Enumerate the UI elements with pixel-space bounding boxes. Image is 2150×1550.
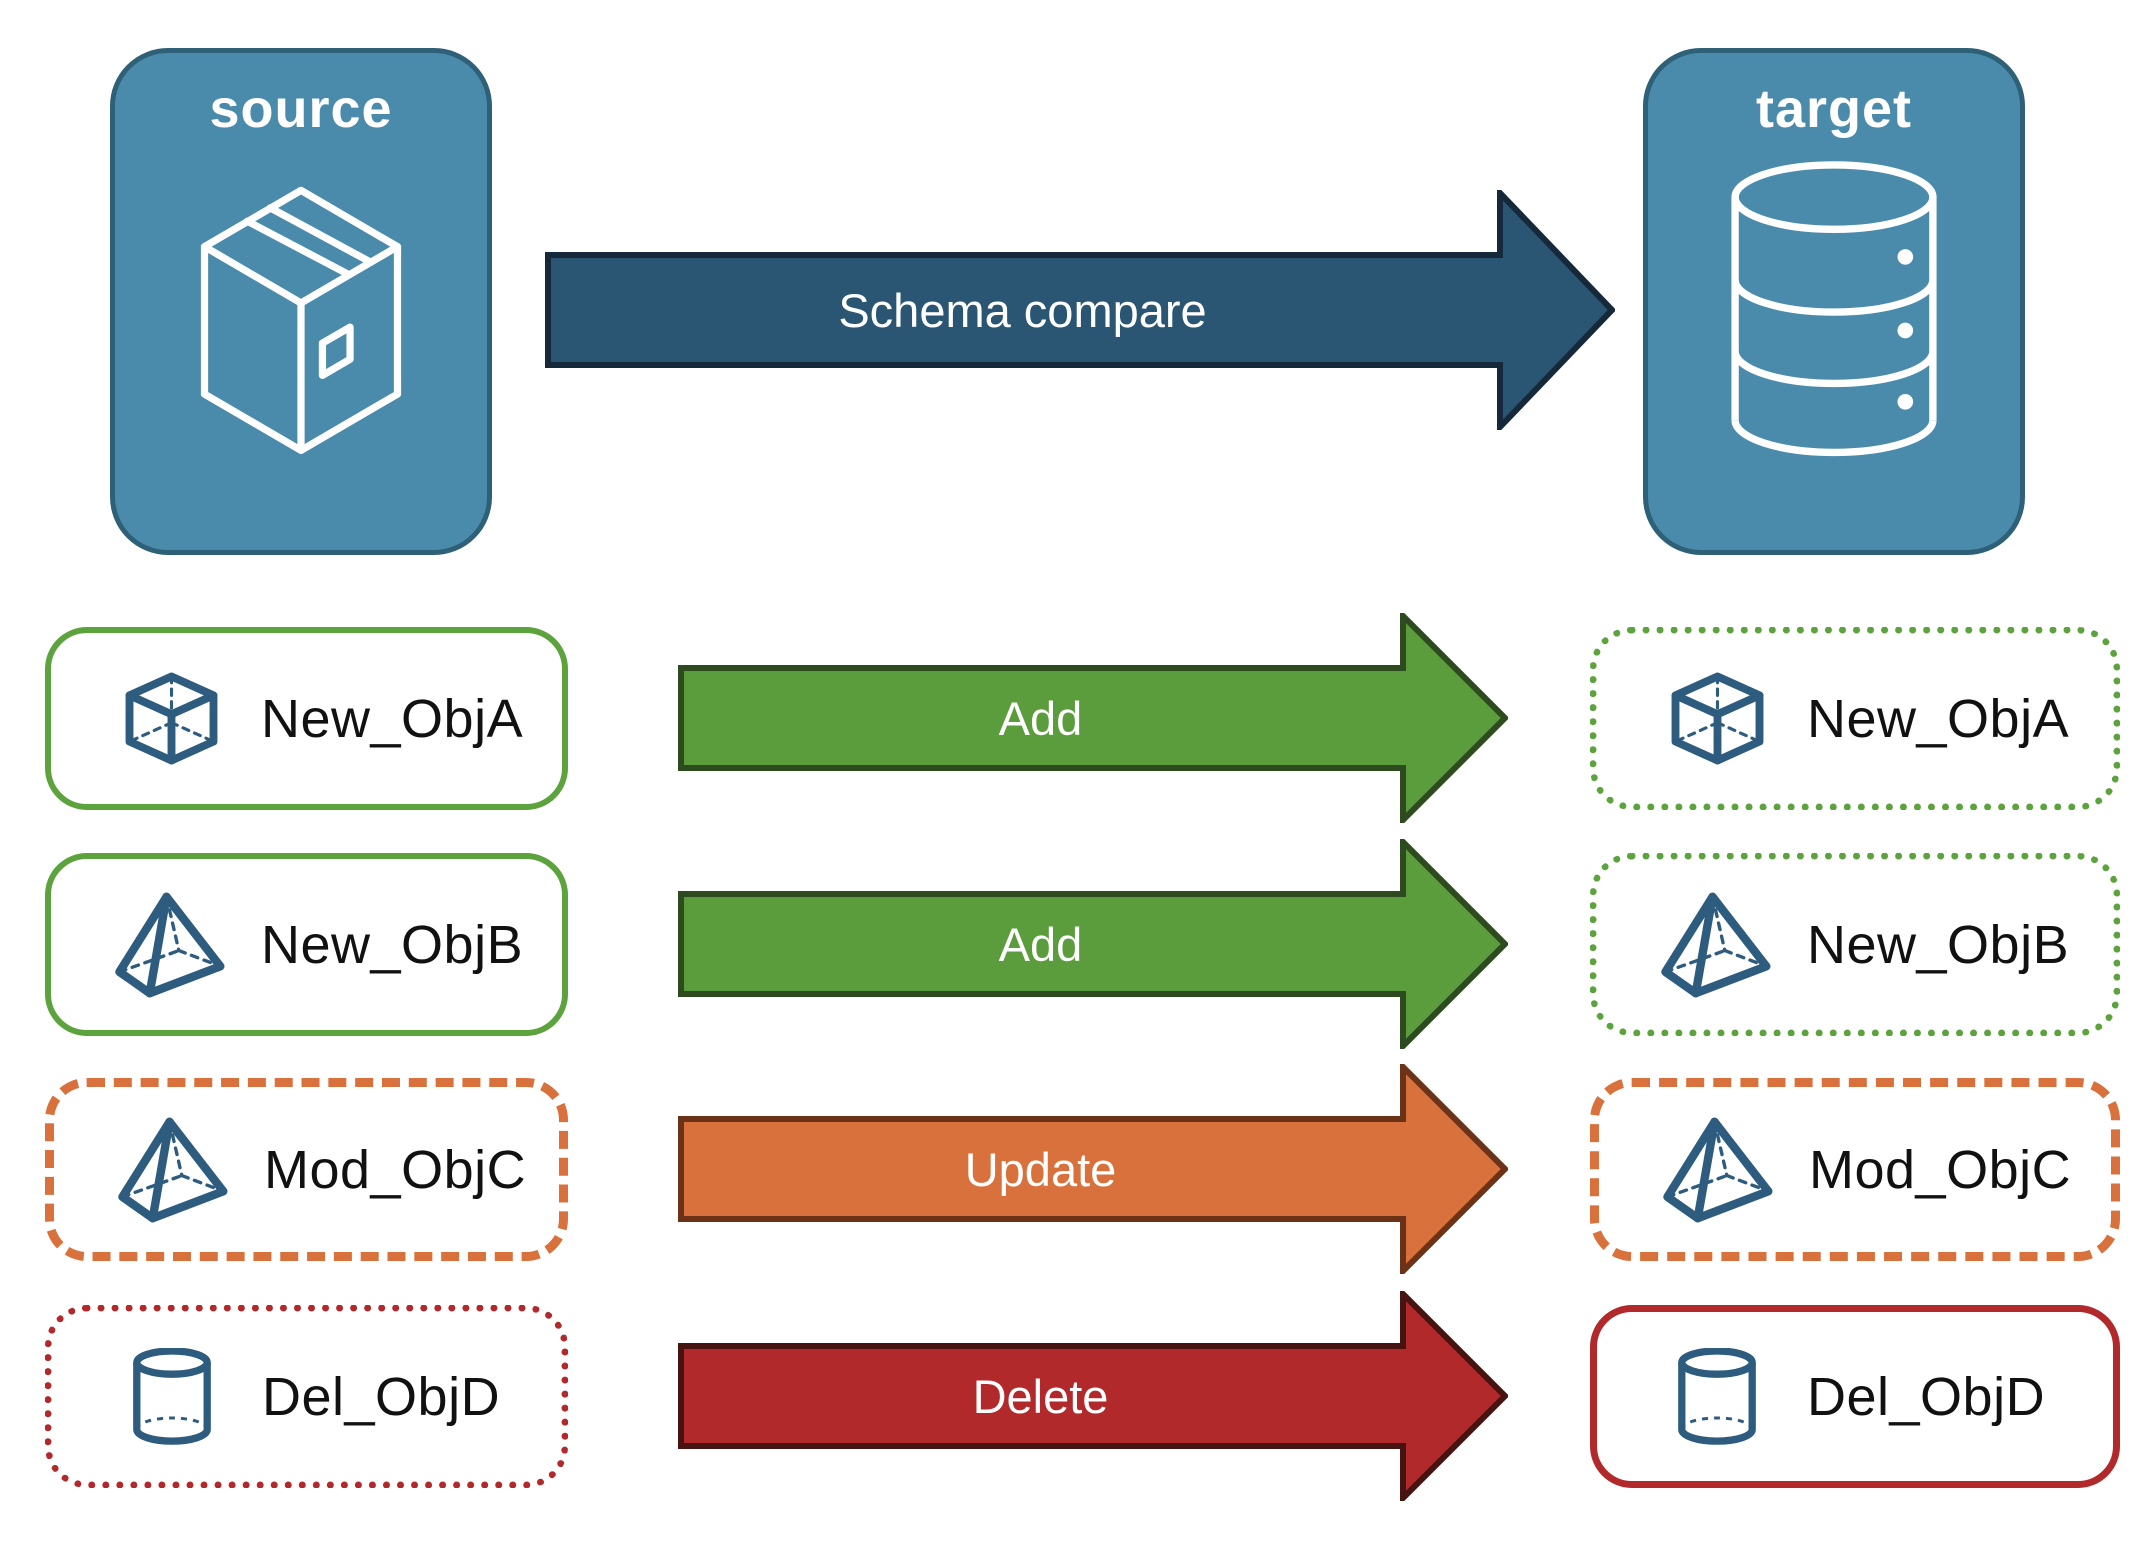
delete-arrow-shape xyxy=(678,1286,1510,1506)
object-name: New_ObjA xyxy=(1807,688,2070,749)
object-name: Mod_ObjC xyxy=(264,1139,527,1200)
diff-row-new-obja: New_ObjA Add New_ObjA xyxy=(0,608,2150,828)
pyramid-icon xyxy=(118,1116,230,1224)
cylinder-icon xyxy=(1674,1348,1760,1445)
update-arrow: Update xyxy=(678,1059,1510,1279)
database-icon xyxy=(1719,158,1949,457)
object-name: Mod_ObjC xyxy=(1809,1139,2072,1200)
action-label: Delete xyxy=(972,1369,1109,1423)
source-title: source xyxy=(209,79,393,139)
add-arrow-shape xyxy=(678,608,1510,828)
pyramid-icon xyxy=(1663,1116,1775,1224)
pyramid-icon xyxy=(115,891,227,999)
source-object-box: Del_ObjD xyxy=(45,1305,568,1488)
source-object-box: Mod_ObjC xyxy=(45,1078,568,1261)
cube-icon xyxy=(1665,671,1770,767)
target-object-box: Mod_ObjC xyxy=(1590,1078,2120,1261)
add-arrow: Add xyxy=(678,608,1510,828)
action-label: Add xyxy=(998,917,1083,971)
action-label: Update xyxy=(964,1142,1117,1196)
package-icon xyxy=(167,158,435,464)
object-name: Del_ObjD xyxy=(262,1366,501,1427)
diff-row-del-objd: Del_ObjD Delete Del_ObjD xyxy=(0,1286,2150,1506)
target-title: target xyxy=(1755,79,1913,139)
target-node: target xyxy=(1643,48,2025,555)
pyramid-icon xyxy=(1661,891,1773,999)
add-arrow: Add xyxy=(678,834,1510,1054)
diff-row-mod-objc: Mod_ObjC Update Mod_ObjC xyxy=(0,1059,2150,1279)
update-arrow-shape xyxy=(678,1059,1510,1279)
delete-arrow: Delete xyxy=(678,1286,1510,1506)
object-name: Del_ObjD xyxy=(1807,1366,2046,1427)
target-object-box: New_ObjB xyxy=(1590,853,2120,1036)
cylinder-icon xyxy=(129,1348,215,1445)
source-node: source xyxy=(110,48,492,555)
target-object-box: Del_ObjD xyxy=(1590,1305,2120,1488)
action-label: Add xyxy=(998,691,1083,745)
target-object-box: New_ObjA xyxy=(1590,627,2120,810)
object-name: New_ObjA xyxy=(261,688,524,749)
object-name: New_ObjB xyxy=(261,914,524,975)
schema-compare-arrow: Schema compare xyxy=(545,190,1615,430)
source-object-box: New_ObjB xyxy=(45,853,568,1036)
cube-icon xyxy=(119,671,224,767)
add-arrow-shape xyxy=(678,834,1510,1054)
diff-row-new-objb: New_ObjB Add New_ObjB xyxy=(0,834,2150,1054)
compare-arrow-shape xyxy=(545,190,1615,430)
compare-arrow-label: Schema compare xyxy=(838,283,1207,337)
object-name: New_ObjB xyxy=(1807,914,2070,975)
source-object-box: New_ObjA xyxy=(45,627,568,810)
